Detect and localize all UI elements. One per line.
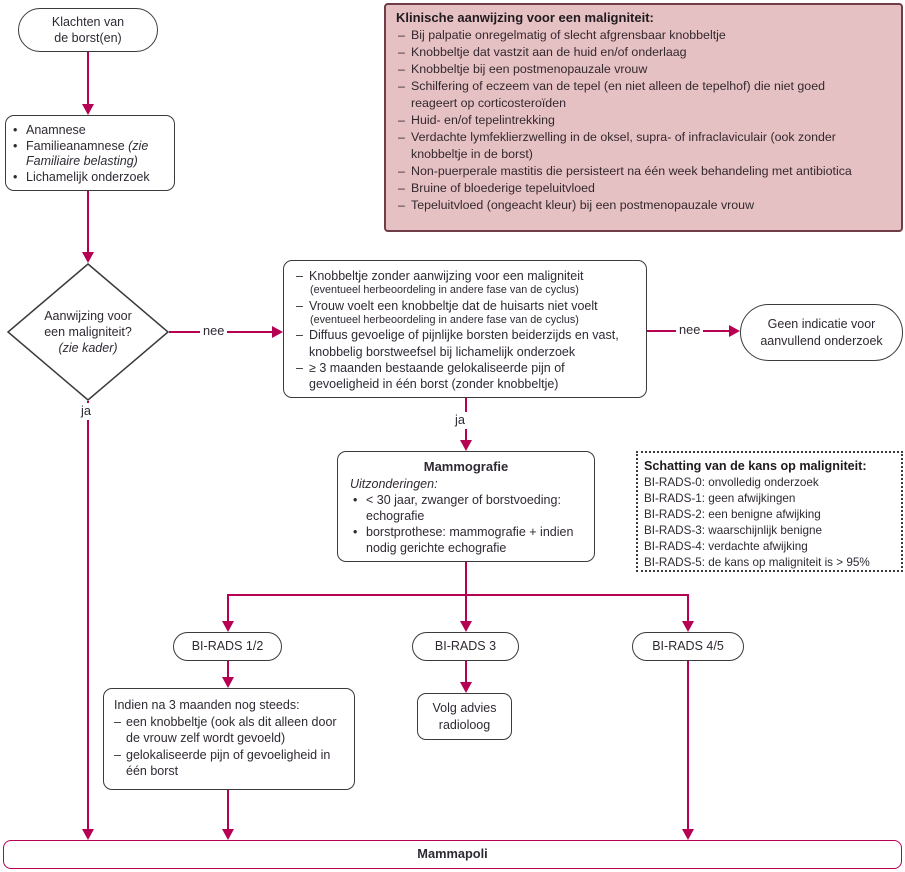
mammografie-item: borstprothese: mammografie + indien nodi…: [350, 524, 582, 556]
decision-diamond: Aanwijzing voor een maligniteit? (zie ka…: [6, 263, 170, 401]
edge-mammografie-to-split: [465, 562, 467, 596]
no-indication-line1: Geen indicatie voor: [767, 317, 876, 332]
mammografie-subtitle: Uitzonderingen:: [350, 477, 438, 491]
anamnese-box: Anamnese Familieanamnese (zie Familiaire…: [5, 115, 175, 191]
edge-split-to-birads12: [227, 595, 229, 622]
birads-legend-item: BI-RADS-4: verdachte afwijking: [644, 540, 808, 553]
start-oval-line2: de borst(en): [54, 31, 122, 45]
birads-45-oval: BI-RADS 4/5: [632, 632, 744, 661]
clinical-item: Huid- en/of tepelintrekking: [396, 112, 866, 129]
no-indication-line2: aanvullend onderzoek: [760, 333, 883, 348]
mammografie-title: Mammografie: [423, 459, 509, 474]
diamond-line2: een maligniteit?: [44, 325, 132, 339]
edge-anamnese-to-diamond: [87, 191, 89, 254]
arrow-right-icon: [729, 325, 740, 337]
arrow-down-icon: [682, 621, 694, 632]
edge-birads12-to-followup: [227, 661, 229, 678]
start-oval-line1: Klachten van: [51, 14, 125, 29]
birads-legend-item: BI-RADS-1: geen afwijkingen: [644, 492, 796, 505]
edge-diamond-ja-to-mammapoli: [87, 401, 89, 830]
arrow-right-icon: [272, 326, 283, 338]
mammapoli-bar: Mammapoli: [3, 840, 902, 869]
no-malignancy-findings-box: Knobbeltje zonder aanwijzing voor een ma…: [283, 260, 647, 398]
birads-legend-title: Schatting van de kans op maligniteit:: [644, 459, 867, 473]
followup-item: een knobbeltje (ook als dit alleen door …: [114, 714, 346, 747]
birads-legend-box: Schatting van de kans op maligniteit: BI…: [636, 451, 903, 572]
birads-3-oval: BI-RADS 3: [412, 632, 519, 661]
finding-item: Diffuus gevoelige of pijnlijke borsten b…: [294, 327, 636, 359]
edge-followup-to-mammapoli: [227, 790, 229, 830]
anamnese-item: Lichamelijk onderzoek: [10, 170, 170, 186]
arrow-down-icon: [460, 682, 472, 693]
clinical-indications-box: Klinische aanwijzing voor een malignitei…: [384, 3, 903, 232]
arrow-down-icon: [82, 252, 94, 263]
no-indication-oval: Geen indicatie voor aanvullend onderzoek: [740, 304, 903, 361]
clinical-box-title: Klinische aanwijzing voor een malignitei…: [396, 10, 654, 25]
finding-item-note: (eventueel herbeoordeling in andere fase…: [310, 284, 579, 297]
diamond-line1: Aanwijzing voor: [44, 309, 132, 323]
edge-split-horizontal: [227, 594, 689, 596]
arrow-down-icon: [222, 677, 234, 688]
edge-label-nee: nee: [676, 322, 704, 339]
finding-item-note: (eventueel herbeoordeling in andere fase…: [310, 313, 579, 326]
clinical-item: Bruine of bloederige tepeluitvloed: [396, 180, 866, 197]
diamond-note: (zie kader): [58, 341, 118, 355]
clinical-item: Schilfering of eczeem van de tepel (en n…: [396, 78, 866, 112]
anamnese-item: Anamnese: [10, 123, 170, 139]
arrow-down-icon: [82, 104, 94, 115]
arrow-down-icon: [682, 829, 694, 840]
birads-12-oval: BI-RADS 1/2: [173, 632, 282, 661]
birads-legend-item: BI-RADS-2: een benigne afwijking: [644, 508, 821, 521]
start-oval: Klachten van de borst(en): [18, 8, 158, 52]
clinical-item: Non-puerperale mastitis die persisteert …: [396, 163, 866, 180]
followup-3-months-box: Indien na 3 maanden nog steeds: een knob…: [103, 688, 355, 790]
edge-start-to-anamnese: [87, 52, 89, 106]
clinical-item: Knobbeltje dat vastzit aan de huid en/of…: [396, 44, 866, 61]
birads-legend-item: BI-RADS-5: de kans op maligniteit is > 9…: [644, 556, 870, 569]
edge-label-ja: ja: [452, 412, 468, 429]
arrow-down-icon: [222, 621, 234, 632]
mammografie-box: Mammografie Uitzonderingen: < 30 jaar, z…: [337, 451, 595, 562]
followup-item: gelokaliseerde pijn of gevoeligheid in é…: [114, 747, 346, 780]
diamond-shape-icon: [6, 263, 170, 401]
edge-label-ja: ja: [78, 403, 94, 420]
edge-birads3-to-radiologist: [465, 661, 467, 683]
clinical-item: Verdachte lymfeklierzwelling in de oksel…: [396, 129, 866, 163]
mammapoli-label: Mammapoli: [417, 846, 488, 862]
birads-legend-item: BI-RADS-3: waarschijnlijk benigne: [644, 524, 822, 537]
arrow-down-icon: [82, 829, 94, 840]
birads-legend-item: BI-RADS-0: onvolledig onderzoek: [644, 476, 819, 489]
finding-item: ≥ 3 maanden bestaande gelokaliseerde pij…: [294, 360, 636, 392]
arrow-down-icon: [460, 621, 472, 632]
clinical-item: Knobbeltje bij een postmenopauzale vrouw: [396, 61, 866, 78]
edge-label-nee: nee: [200, 323, 228, 340]
followup-title: Indien na 3 maanden nog steeds:: [114, 698, 300, 712]
radiologist-advice-box: Volg advies radioloog: [417, 693, 512, 740]
anamnese-item: Familieanamnese (zie Familiaire belastin…: [10, 139, 170, 170]
finding-item: Vrouw voelt een knobbeltje dat de huisar…: [294, 298, 636, 328]
clinical-item: Bij palpatie onregelmatig of slecht afgr…: [396, 27, 866, 44]
finding-item: Knobbeltje zonder aanwijzing voor een ma…: [294, 268, 636, 298]
clinical-item: Tepeluitvloed (ongeacht kleur) bij een p…: [396, 197, 866, 214]
edge-birads45-to-mammapoli: [687, 661, 689, 830]
edge-split-to-birads3: [465, 595, 467, 622]
edge-split-to-birads45: [687, 595, 689, 622]
arrow-down-icon: [460, 440, 472, 451]
mammografie-item: < 30 jaar, zwanger of borstvoeding: echo…: [350, 492, 582, 524]
arrow-down-icon: [222, 829, 234, 840]
